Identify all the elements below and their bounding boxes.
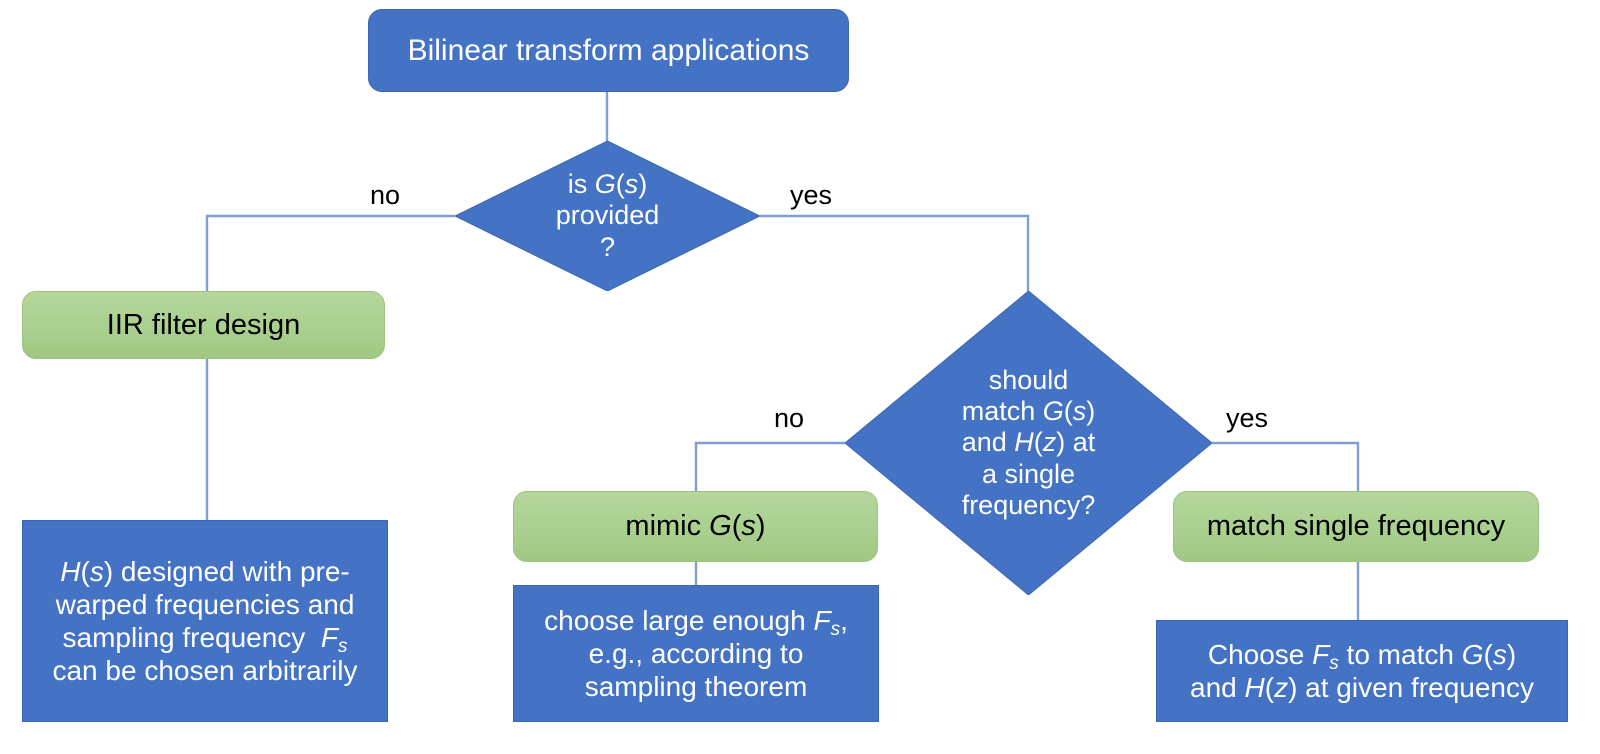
node-iir-filter-design[interactable]: IIR filter design	[22, 291, 385, 359]
result-left-line2: warped frequencies and	[55, 588, 355, 620]
node-iir-filter-design-label: IIR filter design	[106, 308, 301, 341]
result-left-line1: H(s) designed with pre-	[60, 555, 350, 587]
node-decision-is-g-provided[interactable]: is G(s) provided ?	[455, 141, 760, 291]
node-result-right[interactable]: Choose Fs to match G(s) and H(z) at give…	[1156, 620, 1568, 722]
result-left-line3: sampling frequency Fs	[62, 622, 348, 658]
node-result-middle[interactable]: choose large enough Fs, e.g., according …	[513, 585, 879, 722]
node-match-single-frequency[interactable]: match single frequency	[1173, 491, 1539, 562]
node-match-single-frequency-label: match single frequency	[1206, 510, 1506, 543]
connector-decision1-yes	[760, 214, 1030, 291]
node-result-right-text: Choose Fs to match G(s) and H(z) at give…	[1157, 636, 1567, 706]
result-right-line2: and H(z) at given frequency	[1190, 672, 1534, 703]
node-decision-2-text: should match G(s) and H(z) at a single f…	[871, 365, 1187, 522]
node-result-left-text: H(s) designed with pre- warped frequenci…	[23, 553, 387, 689]
diamond-shape-1	[455, 141, 760, 291]
edge-label-decision2-no: no	[774, 403, 805, 433]
diamond-shape-2	[845, 291, 1212, 595]
node-decision-1-text: is G(s) provided ?	[476, 169, 738, 263]
node-result-middle-text: choose large enough Fs, e.g., according …	[514, 602, 878, 705]
node-root[interactable]: Bilinear transform applications	[368, 9, 849, 92]
decision2-line2: match G(s)	[961, 396, 1096, 427]
decision1-line3: ?	[599, 231, 615, 262]
edge-label-decision1-yes: yes	[790, 180, 833, 210]
result-middle-line1: choose large enough Fs,	[544, 604, 848, 641]
node-mimic-gs[interactable]: mimic G(s)	[513, 491, 878, 562]
decision2-line3: and H(z) at	[961, 427, 1096, 458]
node-root-label: Bilinear transform applications	[407, 33, 810, 67]
node-decision-match-single-frequency[interactable]: should match G(s) and H(z) at a single f…	[845, 291, 1212, 595]
result-middle-line3: sampling theorem	[584, 671, 808, 703]
node-mimic-gs-label: mimic G(s)	[625, 510, 766, 543]
decision1-line1: is G(s)	[567, 169, 648, 200]
connector-decision1-no	[205, 214, 455, 521]
decision1-line2: provided	[555, 200, 660, 231]
result-middle-line2: e.g., according to	[588, 637, 804, 669]
node-result-left[interactable]: H(s) designed with pre- warped frequenci…	[22, 520, 388, 722]
result-left-line4: can be chosen arbitrarily	[52, 655, 358, 687]
decision2-line1: should	[988, 364, 1069, 395]
edge-label-decision2-yes: yes	[1226, 403, 1269, 433]
decision2-line5: frequency?	[961, 489, 1096, 520]
result-right-line1: Choose Fs to match G(s)	[1207, 638, 1517, 675]
edge-label-decision1-no: no	[370, 180, 401, 210]
decision2-line4: a single	[981, 458, 1076, 489]
